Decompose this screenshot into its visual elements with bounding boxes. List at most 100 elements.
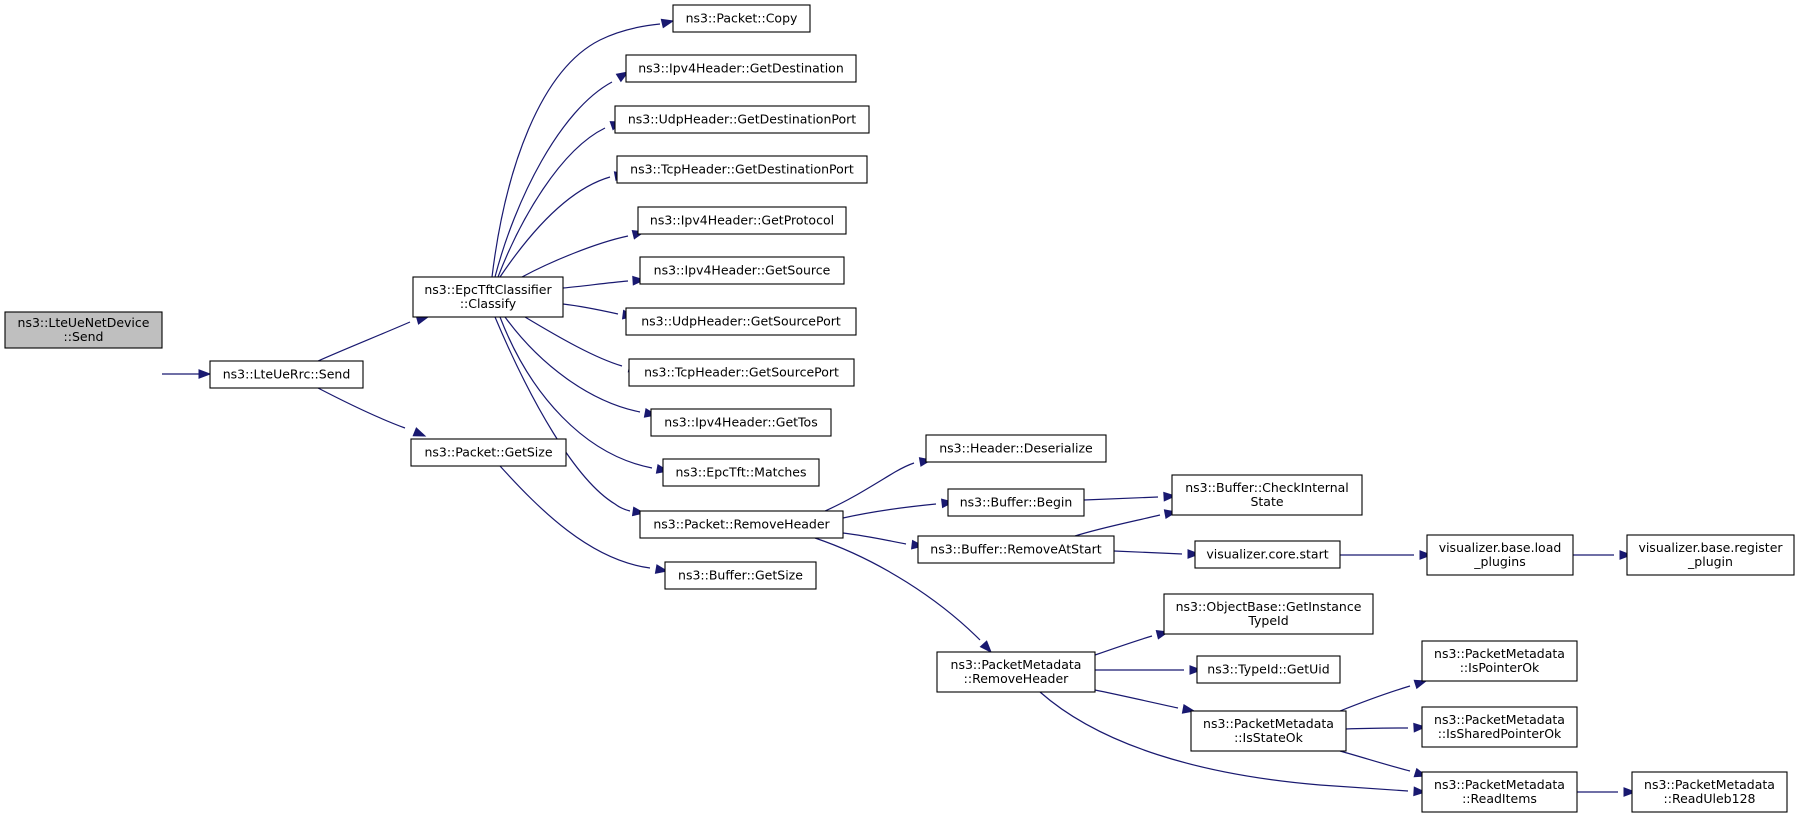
edge-buffer-removeatstart-to-visualizer-core-start (1113, 549, 1201, 559)
node-box (639, 256, 845, 285)
node-packet-getsize[interactable]: ns3::Packet::GetSize (410, 438, 567, 467)
node-epctftclassifier-classify[interactable]: ns3::EpcTftClassifier::Classify (412, 276, 564, 318)
arrowhead-icon (1623, 787, 1637, 797)
node-label: ns3::EpcTftClassifier (424, 282, 552, 297)
arrowhead-icon (1413, 786, 1427, 797)
node-box (917, 535, 1115, 564)
node-label: TypeId (1247, 613, 1288, 628)
edge-packet-removeheader-to-packetmetadata-removeheader (814, 537, 992, 654)
node-label: ns3::PacketMetadata (1644, 777, 1775, 792)
node-packetmetadata-issharedpointerok[interactable]: ns3::PacketMetadata::IsSharedPointerOk (1421, 706, 1578, 748)
node-box (1196, 655, 1341, 684)
node-epctft-matches[interactable]: ns3::EpcTft::Matches (662, 458, 820, 487)
node-box (1421, 771, 1578, 813)
node-box (639, 510, 844, 539)
edge-line (1094, 635, 1153, 656)
node-label: ns3::LteUeNetDevice (18, 315, 150, 330)
node-box (614, 105, 870, 134)
edge-epctftclassifier-classify-to-packet-removeheader (494, 316, 646, 517)
node-label: ns3::PacketMetadata (951, 657, 1082, 672)
node-box (412, 276, 564, 318)
node-buffer-getsize[interactable]: ns3::Buffer::GetSize (664, 561, 817, 590)
node-packetmetadata-isstateok[interactable]: ns3::PacketMetadata::IsStateOk (1190, 710, 1347, 752)
node-box (662, 458, 820, 487)
node-box (1426, 534, 1574, 576)
edge-line (504, 316, 641, 413)
arrowhead-icon (660, 18, 675, 29)
node-packetmetadata-ispointerok[interactable]: ns3::PacketMetadata::IsPointerOk (1421, 640, 1578, 682)
edge-line (1094, 689, 1179, 709)
node-ipv4header-getsource[interactable]: ns3::Ipv4Header::GetSource (639, 256, 845, 285)
node-packetmetadata-readitems[interactable]: ns3::PacketMetadata::ReadItems (1421, 771, 1578, 813)
node-visualizer-base-register-plugin[interactable]: visualizer.base.register_plugin (1626, 534, 1795, 576)
node-label: ns3::ObjectBase::GetInstance (1176, 599, 1362, 614)
node-label: ns3::Packet::GetSize (424, 445, 552, 460)
node-label: ns3::PacketMetadata (1434, 777, 1565, 792)
edge-line (842, 503, 937, 519)
node-visualizer-core-start[interactable]: visualizer.core.start (1194, 540, 1341, 569)
edge-epctftclassifier-classify-to-tcpheader-getdestinationport (499, 171, 628, 278)
node-ipv4header-getprotocol[interactable]: ns3::Ipv4Header::GetProtocol (637, 206, 847, 235)
node-ipv4header-getdestination[interactable]: ns3::Ipv4Header::GetDestination (625, 54, 857, 83)
edge-line (1339, 750, 1411, 772)
edge-line (1339, 685, 1411, 712)
node-ipv4header-gettos[interactable]: ns3::Ipv4Header::GetTos (650, 408, 832, 437)
edge-epctftclassifier-classify-to-ipv4header-getprotocol (521, 230, 646, 278)
edge-line (1039, 691, 1409, 792)
node-buffer-begin[interactable]: ns3::Buffer::Begin (947, 488, 1085, 517)
edge-line (1113, 550, 1183, 555)
edge-visualizer-base-load-plugins-to-visualizer-base-register-plugin (1573, 550, 1633, 560)
node-box (209, 360, 364, 389)
node-lteuerrc-send[interactable]: ns3::LteUeRrc::Send (209, 360, 364, 389)
node-label: visualizer.base.load (1439, 540, 1562, 555)
edge-packetmetadata-readitems-to-packetmetadata-readuleb128 (1576, 787, 1637, 797)
edge-line (562, 280, 629, 289)
node-box (664, 561, 817, 590)
node-label: ns3::PacketMetadata (1434, 646, 1565, 661)
node-lteuenetdevice-send[interactable]: ns3::LteUeNetDevice::Send (4, 311, 163, 349)
node-label: _plugins (1473, 554, 1525, 569)
node-buffer-removeatstart[interactable]: ns3::Buffer::RemoveAtStart (917, 535, 1115, 564)
node-udpheader-getsourceport[interactable]: ns3::UdpHeader::GetSourcePort (625, 307, 857, 336)
node-label: ns3::Buffer::RemoveAtStart (930, 542, 1102, 557)
node-box (410, 438, 567, 467)
edge-line (562, 303, 619, 315)
node-label: _plugin (1687, 554, 1733, 569)
arrowhead-icon (1189, 665, 1203, 675)
node-header-deserialize[interactable]: ns3::Header::Deserialize (925, 434, 1107, 463)
arrowhead-icon (979, 640, 992, 654)
node-tcpheader-getdestinationport[interactable]: ns3::TcpHeader::GetDestinationPort (616, 155, 868, 184)
node-packetmetadata-removeheader[interactable]: ns3::PacketMetadata::RemoveHeader (936, 651, 1096, 693)
node-label: ns3::PacketMetadata (1203, 716, 1334, 731)
node-packetmetadata-readuleb128[interactable]: ns3::PacketMetadata::ReadUleb128 (1631, 771, 1788, 813)
edge-line (521, 235, 629, 278)
node-typeid-getuid[interactable]: ns3::TypeId::GetUid (1196, 655, 1341, 684)
node-label: ::IsSharedPointerOk (1438, 726, 1562, 741)
node-box (637, 206, 847, 235)
edge-line (524, 316, 623, 367)
arrowhead-icon (632, 275, 646, 286)
node-udpheader-getdestinationport[interactable]: ns3::UdpHeader::GetDestinationPort (614, 105, 870, 134)
node-visualizer-base-load-plugins[interactable]: visualizer.base.load_plugins (1426, 534, 1574, 576)
node-box (936, 651, 1096, 693)
node-packet-copy[interactable]: ns3::Packet::Copy (672, 4, 811, 33)
arrowhead-icon (1619, 550, 1633, 560)
edge-epctftclassifier-classify-to-packet-copy (491, 18, 675, 278)
node-tcpheader-getsourceport[interactable]: ns3::TcpHeader::GetSourcePort (628, 358, 855, 387)
edge-lteuerrc-send-to-epctftclassifier-classify (317, 315, 430, 362)
node-label: ns3::Packet::RemoveHeader (653, 517, 830, 532)
node-label: visualizer.base.register (1638, 540, 1783, 555)
edge-epctftclassifier-classify-to-tcpheader-getsourceport (524, 316, 642, 373)
arrowhead-icon (654, 564, 669, 574)
arrowhead-icon (1163, 491, 1177, 502)
node-label: ns3::Packet::Copy (686, 11, 798, 26)
node-label: ns3::LteUeRrc::Send (223, 367, 351, 382)
node-box (925, 434, 1107, 463)
node-packet-removeheader[interactable]: ns3::Packet::RemoveHeader (639, 510, 844, 539)
node-box (625, 307, 857, 336)
edge-line (494, 81, 613, 278)
edge-epctftclassifier-classify-to-ipv4header-getsource (562, 275, 646, 289)
